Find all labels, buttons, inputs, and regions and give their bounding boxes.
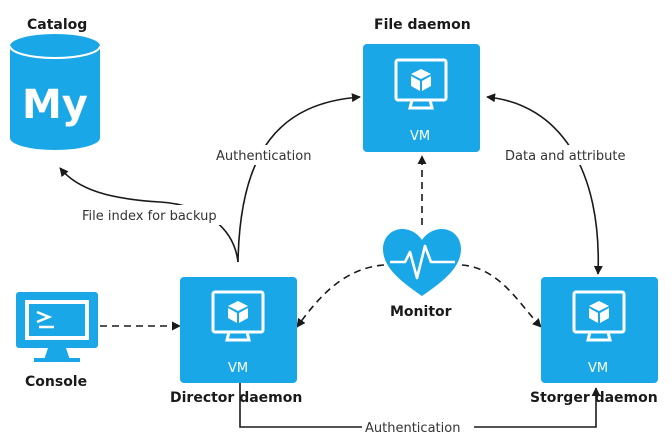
database-icon: My: [9, 34, 101, 150]
storage-daemon-vm-label: VM: [588, 361, 608, 376]
director-daemon-title: Director daemon: [170, 390, 302, 406]
file-daemon-vm-label: VM: [410, 129, 430, 144]
vm-monitor-icon: [211, 290, 265, 342]
catalog-node: Catalog My: [9, 17, 101, 150]
edge-labels: File index for backup Authentication Dat…: [79, 145, 642, 436]
edge-director-to-file: [237, 93, 361, 263]
edge-label-authentication-bottom: Authentication: [365, 421, 460, 436]
vm-monitor-icon: [394, 58, 448, 110]
edge-label-data-attribute: Data and attribute: [505, 149, 625, 164]
monitor-node: Monitor: [383, 229, 461, 320]
director-daemon-vm-label: VM: [228, 361, 248, 376]
edge-monitor-to-director: [296, 264, 385, 328]
storage-daemon-title: Storger daemon: [530, 390, 658, 406]
console-title: Console: [25, 374, 87, 390]
file-daemon-title: File daemon: [374, 17, 471, 33]
edge-monitor-to-storage: [461, 264, 542, 328]
catalog-logo-text: My: [22, 82, 88, 128]
edge-label-authentication-top: Authentication: [216, 149, 311, 164]
edge-label-file-index: File index for backup: [82, 209, 217, 224]
vm-monitor-icon: [572, 290, 626, 342]
monitor-title: Monitor: [390, 304, 452, 320]
edge-file-to-storage: [486, 93, 603, 275]
director-daemon-node: VM Director daemon: [170, 277, 302, 406]
console-node: Console: [16, 292, 98, 390]
edge-director-to-catalog: [59, 167, 239, 263]
file-daemon-node: File daemon VM: [363, 17, 480, 152]
catalog-title: Catalog: [27, 17, 87, 33]
pulse-line: [390, 244, 455, 280]
storage-daemon-node: VM Storger daemon: [530, 277, 658, 406]
terminal-monitor-icon: [16, 292, 98, 362]
